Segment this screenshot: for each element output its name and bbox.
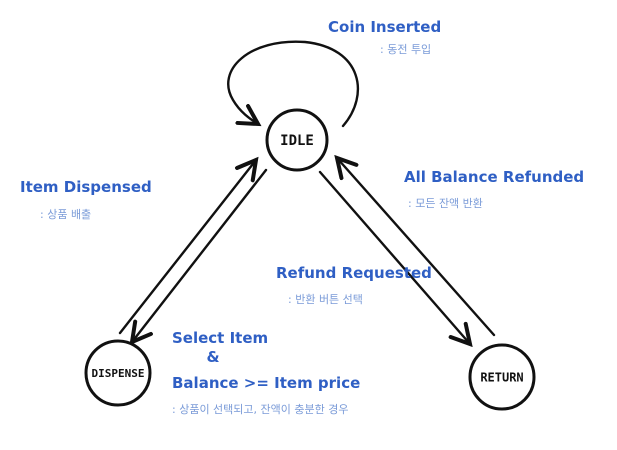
state-return: RETURN	[468, 343, 536, 411]
label-refund-requested: Refund Requested	[276, 264, 432, 282]
edge-refund-requested	[318, 170, 470, 344]
label-balance-condition: Balance >= Item price	[172, 374, 360, 392]
edge-select-item	[132, 168, 268, 342]
label-item-dispensed: Item Dispensed	[20, 178, 152, 196]
state-idle: IDLE	[265, 108, 329, 172]
note-coin-inserted: : 동전 투입	[380, 43, 431, 56]
label-select-item-and: &	[206, 348, 219, 366]
state-idle-label: IDLE	[280, 133, 314, 149]
label-coin-inserted: Coin Inserted	[328, 18, 441, 36]
label-all-balance-refunded: All Balance Refunded	[404, 168, 584, 186]
state-dispense: DISPENSE	[84, 339, 152, 407]
state-dispense-label: DISPENSE	[92, 367, 145, 380]
edge-all-balance-refunded	[337, 158, 496, 337]
label-select-item: Select Item	[172, 329, 268, 347]
note-all-balance-refunded: : 모든 잔액 반환	[408, 197, 483, 210]
note-item-dispensed: : 상품 배출	[40, 208, 91, 221]
note-select-item: : 상품이 선택되고, 잔액이 충분한 경우	[172, 403, 348, 416]
edge-coin-inserted	[227, 40, 360, 128]
state-return-label: RETURN	[480, 371, 523, 385]
note-refund-requested: : 반환 버튼 선택	[288, 293, 363, 306]
edge-item-dispensed	[118, 160, 256, 335]
